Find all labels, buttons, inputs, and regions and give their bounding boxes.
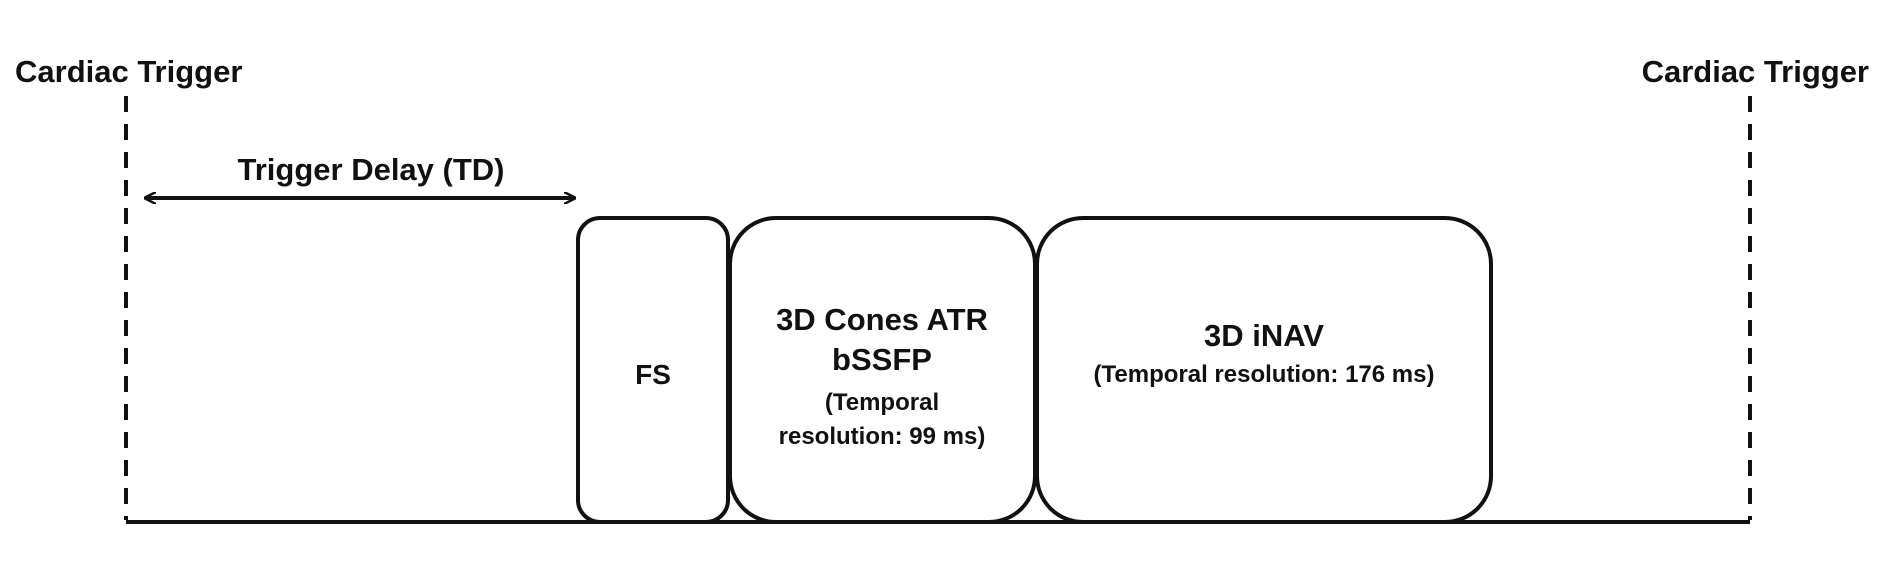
cones-block-title-line2: bSSFP <box>832 342 932 377</box>
cones-block-subtitle-line2: resolution: 99 ms) <box>779 423 986 450</box>
cones-block-subtitle-line1: (Temporal <box>825 389 939 416</box>
inav-block <box>1035 216 1493 524</box>
cones-block-title-line1: 3D Cones ATR <box>776 302 988 337</box>
fs-block-label: FS <box>635 359 671 390</box>
left-cardiac-trigger-label: Cardiac Trigger <box>15 54 242 89</box>
right-cardiac-trigger-label: Cardiac Trigger <box>1642 54 1869 89</box>
inav-block-subtitle: (Temporal resolution: 176 ms) <box>1094 361 1435 388</box>
inav-block-title: 3D iNAV <box>1204 318 1324 353</box>
trigger-delay-label: Trigger Delay (TD) <box>238 152 505 187</box>
